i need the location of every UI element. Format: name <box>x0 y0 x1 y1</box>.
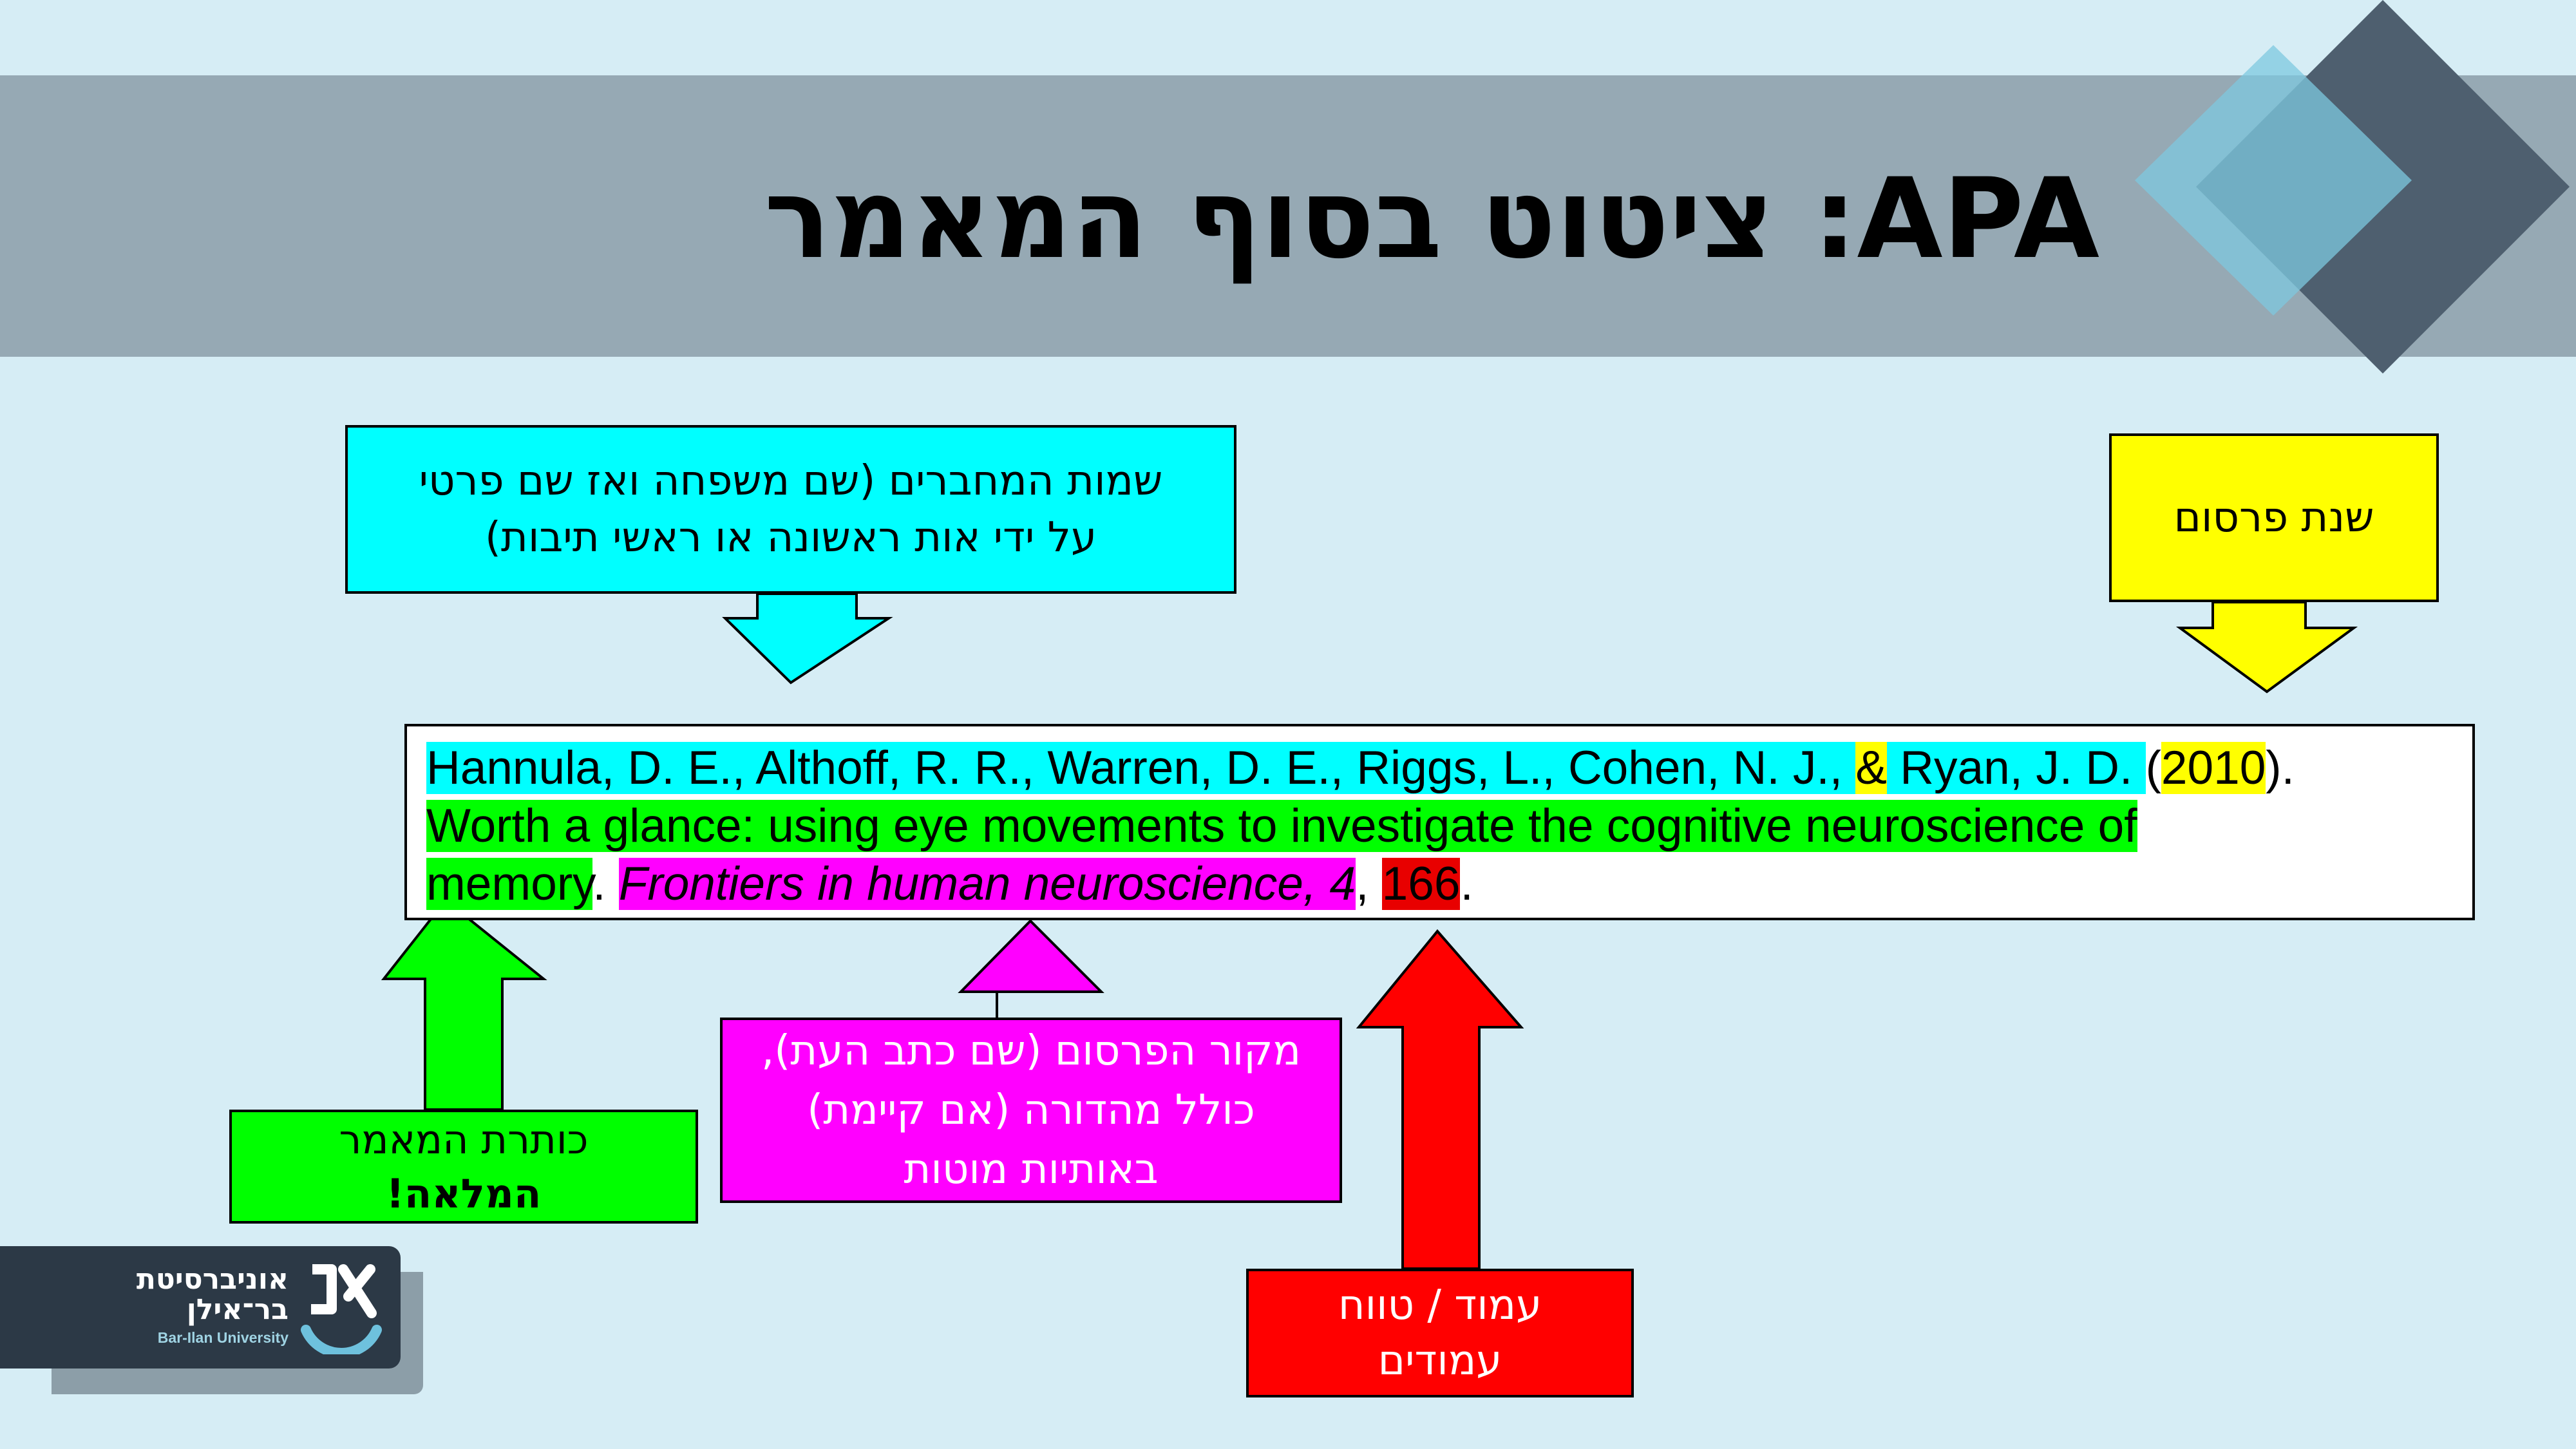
citation-journal: Frontiers in human neuroscience <box>618 858 1303 910</box>
authors-callout: שמות המחברים (שם משפחה ואז שם פרטי על יד… <box>345 425 1236 594</box>
arrow-up-pages <box>1356 929 1524 1270</box>
diamond-light <box>2135 45 2412 316</box>
citation-authors-part2: Ryan, J. D. <box>1886 742 2146 794</box>
pages-callout-line2: עמודים <box>1378 1337 1502 1385</box>
citation-end: . <box>1460 858 1473 910</box>
arrow-down-year <box>2175 601 2358 694</box>
citation-separator: . <box>592 858 619 910</box>
source-callout-line3: באותיות מוטות <box>904 1146 1159 1193</box>
source-callout-line2: כולל מהדורה (אם קיימת) <box>807 1086 1255 1134</box>
citation-title-part2: memory <box>426 858 593 910</box>
arrow-down-authors <box>722 592 893 685</box>
university-logo-icon <box>301 1264 382 1354</box>
logo-hebrew-line1: אוניברסיטת <box>136 1263 289 1296</box>
year-callout-label: שנת פרסום <box>2174 494 2374 542</box>
citation-line-3: memory. Frontiers in human neuroscience,… <box>426 855 2453 913</box>
source-callout: מקור הפרסום (שם כתב העת), כולל מהדורה (א… <box>720 1018 1342 1203</box>
title-callout: כותרת המאמר המלאה! <box>229 1110 698 1224</box>
citation-pages: 166 <box>1381 858 1461 910</box>
citation-line-1: Hannula, D. E., Althoff, R. R., Warren, … <box>426 739 2453 797</box>
citation-box: Hannula, D. E., Althoff, R. R., Warren, … <box>404 724 2475 920</box>
pages-callout: עמוד / טווח עמודים <box>1246 1269 1634 1397</box>
logo-hebrew-line2: בר־אילן <box>186 1293 289 1326</box>
citation-ampersand: & <box>1855 742 1887 794</box>
citation-volume: 4 <box>1329 858 1356 910</box>
authors-callout-line2: על ידי אות ראשונה או ראשי תיבות) <box>484 514 1097 562</box>
citation-authors-part1: Hannula, D. E., Althoff, R. R., Warren, … <box>426 742 1856 794</box>
year-callout: שנת פרסום <box>2109 433 2439 602</box>
title-callout-line2: המלאה! <box>386 1170 542 1217</box>
title-callout-line1: כותרת המאמר <box>339 1115 589 1163</box>
arrow-up-source <box>958 919 1104 1018</box>
citation-year: 2010 <box>2161 742 2266 794</box>
title-banner <box>0 75 2576 357</box>
arrow-up-title <box>381 898 547 1111</box>
citation-title-part1: Worth a glance: using eye movements to i… <box>426 800 2137 852</box>
citation-year-open: ( <box>2145 742 2161 794</box>
logo-english-name: Bar-Ilan University <box>157 1329 289 1346</box>
citation-comma-2: , <box>1356 858 1382 910</box>
source-callout-line1: מקור הפרסום (שם כתב העת), <box>761 1027 1302 1075</box>
decorative-diamonds <box>2135 0 2570 374</box>
page-title: APA: ציטוט בסוף המאמר <box>764 154 2099 283</box>
citation-comma-1: , <box>1303 858 1330 910</box>
citation-line-2: Worth a glance: using eye movements to i… <box>426 797 2453 855</box>
pages-callout-line1: עמוד / טווח <box>1338 1282 1542 1329</box>
citation-year-close: ). <box>2266 742 2295 794</box>
authors-callout-line1: שמות המחברים (שם משפחה ואז שם פרטי <box>419 457 1163 505</box>
